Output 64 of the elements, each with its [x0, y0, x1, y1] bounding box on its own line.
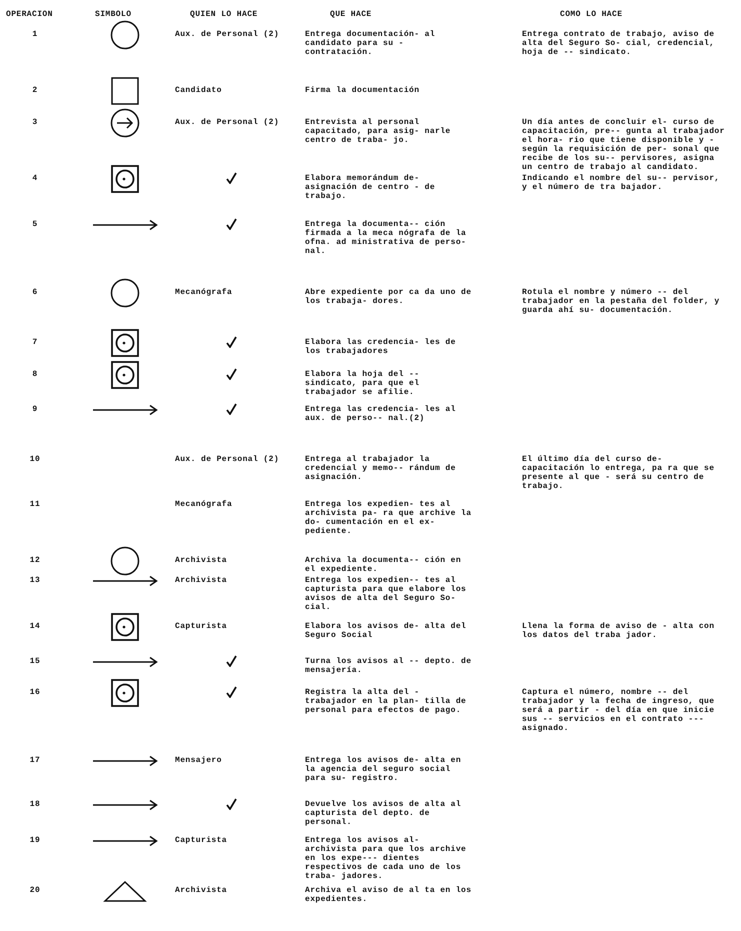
column-header: QUE HACE	[330, 10, 372, 19]
cell-text: Aux. de Personal (2)	[175, 118, 280, 127]
operation-number: 5	[31, 220, 39, 229]
operation-number: 18	[28, 800, 42, 809]
operation-number: 8	[31, 370, 39, 379]
cell-text: Indicando el nombre del su-- pervisor, y el número de tra bajador.	[522, 174, 721, 192]
column-header: SIMBOLO	[95, 10, 132, 19]
cell-text: Llena la forma de aviso de - alta con los datos del traba jador.	[522, 622, 716, 640]
cell-text: Registra la alta del - trabajador en la plan- tilla de personal para efectos de pago.	[305, 688, 468, 715]
operation-number: 17	[28, 756, 42, 765]
column-header: OPERACION	[6, 10, 53, 19]
cell-text: Archiva el aviso de al ta en los expedientes.	[305, 886, 472, 904]
operation-number: 16	[28, 688, 42, 697]
cell-text: Aux. de Personal (2)	[175, 30, 280, 39]
cell-text: Rotula el nombre y número -- del trabajador en la pestaña del folder, y guarda ahí su- documentación.	[522, 288, 721, 315]
cell-text: Mecanógrafa	[175, 500, 234, 509]
operation-number: 11	[28, 500, 42, 509]
cell-text: Entrega las credencia- les al aux. de perso-- nal.(2)	[305, 405, 457, 423]
cell-text: Entrega la documenta-- ción firmada a la meca nógrafa de la ofna. ad ministrativa de perso- nal.	[305, 220, 468, 256]
cell-text: Entrega contrato de trabajo, aviso de alta del Seguro So- cial, credencial, hoja de -- sindicato.	[522, 30, 716, 57]
cell-text: Entrega los expedien- tes al archivista pa- ra que archive la do- cumentación en el ex- pediente.	[305, 500, 472, 536]
cell-text: Entrega los expedien-- tes al capturista para que elabore los avisos de alta del Seguro So- cial.	[305, 576, 468, 612]
cell-text: Archiva la documenta-- ción en el expediente.	[305, 556, 462, 574]
cell-text: Mensajero	[175, 756, 223, 765]
operation-number: 14	[28, 622, 42, 631]
cell-text: Elabora las credencia- les de los trabajadores	[305, 338, 457, 356]
cell-text: Archivista	[175, 556, 228, 565]
cell-text: Entrega al trabajador la credencial y memo-- rándum de asignación.	[305, 455, 457, 482]
operation-number: 7	[31, 338, 39, 347]
cell-text: Turna los avisos al -- depto. de mensajería.	[305, 657, 472, 675]
column-header: COMO LO HACE	[560, 10, 622, 19]
column-header: QUIEN LO HACE	[190, 10, 258, 19]
cell-text: Entrevista al personal capacitado, para asig- narle centro de traba- jo.	[305, 118, 452, 145]
operation-number: 3	[31, 118, 39, 127]
cell-text: Aux. de Personal (2)	[175, 455, 280, 464]
operation-number: 19	[28, 836, 42, 845]
operation-number: 6	[31, 288, 39, 297]
cell-text: Un día antes de concluir el- curso de capacitación, pre-- gunta al trabajador el hora- rio que tiene disponible y - según la requisición de per- sonal que recibe de los su-- pervisores, asigna un centro de trabajo al candidato.	[522, 118, 726, 172]
operation-number: 2	[31, 86, 39, 95]
cell-text: Captura el número, nombre -- del trabajador y la fecha de ingreso, que será a partir - del día en que inicie sus -- servicios en el contrato --- asignado.	[522, 688, 716, 733]
cell-text: Abre expediente por ca da uno de los trabaja- dores.	[305, 288, 472, 306]
operation-number: 12	[28, 556, 42, 565]
cell-text: Devuelve los avisos de alta al capturista del depto. de personal.	[305, 800, 462, 827]
cell-text: Archivista	[175, 576, 228, 585]
cell-text: Capturista	[175, 836, 228, 845]
cell-text: Entrega los avisos al- archivista para que los archive en los expe--- dientes respectivos de cada uno de los traba- jadores.	[305, 836, 468, 881]
operation-number: 20	[28, 886, 42, 895]
cell-text: Elabora los avisos de- alta del Seguro Social	[305, 622, 468, 640]
cell-text: Archivista	[175, 886, 228, 895]
operation-number: 4	[31, 174, 39, 183]
cell-text: Entrega los avisos de- alta en la agencia del seguro social para su- registro.	[305, 756, 462, 783]
cell-text: Elabora memorándum de- asignación de centro - de trabajo.	[305, 174, 436, 201]
cell-text: Mecanógrafa	[175, 288, 234, 297]
cell-text: Entrega documentación- al candidato para su - contratación.	[305, 30, 436, 57]
operation-number: 13	[28, 576, 42, 585]
cell-text: El último día del curso de- capacitación lo entrega, pa ra que se presente al que - será su centro de trabajo.	[522, 455, 716, 491]
operation-number: 9	[31, 405, 39, 414]
cell-text: Firma la documentación	[305, 86, 420, 95]
operation-number: 1	[31, 30, 39, 39]
operation-number: 15	[28, 657, 42, 666]
cell-text: Elabora la hoja del -- sindicato, para que el trabajador se afilie.	[305, 370, 420, 397]
cell-text: Candidato	[175, 86, 223, 95]
operation-number: 10	[28, 455, 42, 464]
cell-text: Capturista	[175, 622, 228, 631]
